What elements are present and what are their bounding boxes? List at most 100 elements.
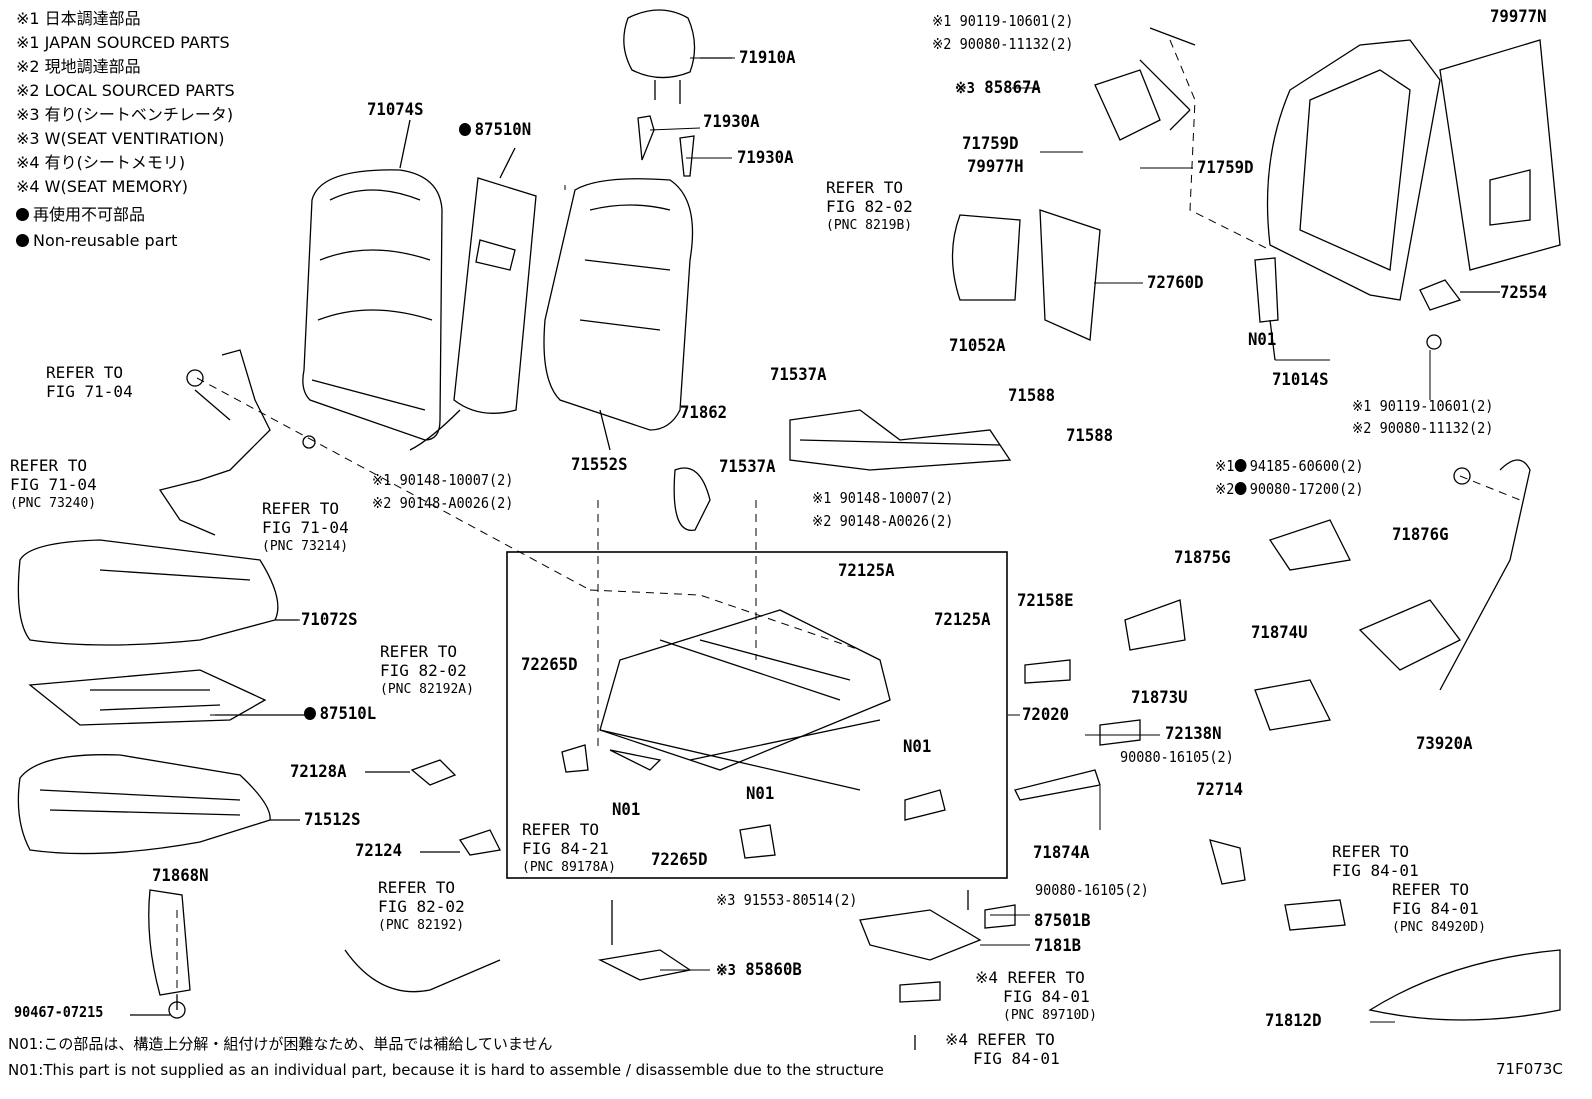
bolt-callout-90080-16105-right[interactable]: 90080-16105(2) [1120,748,1234,766]
note-N01[interactable]: N01 [612,800,641,820]
side-airbag-harness-drawing [158,349,316,536]
bolt-callout-left-line1[interactable]: ※1 90148-10007(2) [372,471,514,489]
non-reusable-dot-icon [459,123,471,136]
bolt-callout-right-line1[interactable]: ※1 90119-10601(2) [1352,397,1494,415]
suffix-marker: ※3 [955,79,975,97]
part-72714[interactable]: 72714 [1196,780,1244,800]
part-85867A[interactable]: ※3 85867A [955,78,1041,98]
part-71552S[interactable]: 71552S [571,455,628,475]
part-71875G[interactable]: 71875G [1174,548,1231,568]
part-71072S[interactable]: 71072S [301,610,358,630]
part-72760D[interactable]: 72760D [1147,273,1204,293]
part-85860B[interactable]: ※3 85860B [716,960,802,980]
bolt-callout-right-line2[interactable]: ※2 90080-11132(2) [1352,419,1494,437]
legend-line-4: ※2 LOCAL SOURCED PARTS [16,81,235,100]
bolt-callout-top-line1[interactable]: ※1 90119-10601(2) [932,12,1074,30]
part-79977H[interactable]: 79977H [967,157,1024,177]
part-71537A[interactable]: 71537A [770,365,827,385]
part-87510L[interactable]: 87510L [304,706,376,723]
part-72125A[interactable]: 72125A [934,610,991,630]
part-7181B[interactable]: 7181B [1034,936,1082,956]
figure-code: 71F073C [1496,1060,1563,1078]
part-71874U[interactable]: 71874U [1251,623,1308,643]
part-72124[interactable]: 72124 [355,841,403,861]
leader-lines [210,57,1495,1023]
part-87510N[interactable]: 87510N [459,122,531,139]
part-72265D[interactable]: 72265D [651,850,708,870]
part-71874A[interactable]: 71874A [1033,843,1090,863]
part-71759D[interactable]: 71759D [1197,158,1254,178]
legend-non-reusable-en: Non-reusable part [33,231,178,250]
legend-non-reusable-jp: 再使用不可部品 [33,205,146,224]
part-72554[interactable]: 72554 [1500,283,1548,303]
legend-line-2: ※1 JAPAN SOURCED PARTS [16,33,230,52]
part-71052A[interactable]: 71052A [949,336,1006,356]
non-reusable-dot-icon [16,208,29,221]
seat-heater-mat-drawing [28,669,310,726]
legend-line-7: ※4 有り(シートメモリ) [16,153,186,172]
part-71910A[interactable]: 71910A [739,48,796,68]
part-72128A[interactable]: 72128A [290,762,347,782]
seat-track-drawing [561,609,946,859]
bolt-callout-91553[interactable]: ※3 91553-80514(2) [716,891,858,909]
legend-line-5: ※3 有り(シートベンチレータ) [16,105,234,124]
bolt-callout-90080-16105-lower[interactable]: 90080-16105(2) [1035,881,1149,899]
part-71014S[interactable]: 71014S [1272,370,1329,390]
seat-cushion-pad-drawing [17,754,300,855]
part-71512S[interactable]: 71512S [304,810,361,830]
part-71537A[interactable]: 71537A [719,457,776,477]
bolt-callout-left-line2[interactable]: ※2 90148-A0026(2) [372,494,514,512]
part-71588[interactable]: 71588 [1008,386,1056,406]
note-N01[interactable]: N01 [746,784,775,804]
part-71868N[interactable]: 71868N [152,866,209,886]
note-N01[interactable]: N01 [1248,330,1277,350]
note-N01[interactable]: N01 [903,737,932,757]
part-71759D[interactable]: 71759D [962,134,1019,154]
seatback-frame-drawing [1254,39,1561,361]
part-71588[interactable]: 71588 [1066,426,1114,446]
part-72158E[interactable]: 72158E [1017,591,1074,611]
part-71930A[interactable]: 71930A [737,148,794,168]
part-87501B[interactable]: 87501B [1034,911,1091,931]
seatback-heater-drawing [409,147,537,451]
bolt-callout-top-line2[interactable]: ※2 90080-11132(2) [932,35,1074,53]
part-71812D[interactable]: 71812D [1265,1011,1322,1031]
part-90467-07215[interactable]: 90467-07215 [14,1003,104,1021]
legend-line-8: ※4 W(SEAT MEMORY) [16,177,188,196]
legend-line-6: ※3 W(SEAT VENTIRATION) [16,129,225,148]
part-71862[interactable]: 71862 [680,403,728,423]
part-71876G[interactable]: 71876G [1392,525,1449,545]
part-72125A[interactable]: 72125A [838,561,895,581]
legend-line-1: ※1 日本調達部品 [16,9,141,28]
bolt-callout-center-line1[interactable]: ※1 90148-10007(2) [812,489,954,507]
part-72265D[interactable]: 72265D [521,655,578,675]
seatback-cover-drawing [302,119,443,441]
part-79977N[interactable]: 79977N [1490,7,1547,27]
legend-line-10: Non-reusable part [16,233,177,249]
part-71930A[interactable]: 71930A [703,112,760,132]
suffix-marker: ※3 [716,961,736,979]
part-71074S[interactable]: 71074S [367,100,424,120]
part-73920A[interactable]: 73920A [1416,734,1473,754]
bolt-callout-center-line2[interactable]: ※2 90148-A0026(2) [812,512,954,530]
part-72138N[interactable]: 72138N [1165,724,1222,744]
part-71873U[interactable]: 71873U [1131,688,1188,708]
part-72020[interactable]: 72020 [1022,705,1070,725]
side-cover-parts-drawing [1014,459,1561,1021]
non-reusable-dot-icon [1234,482,1247,495]
footnote-jp: N01:この部品は、構造上分解・組付けが困難なため、単品では補給していません [8,1035,553,1053]
